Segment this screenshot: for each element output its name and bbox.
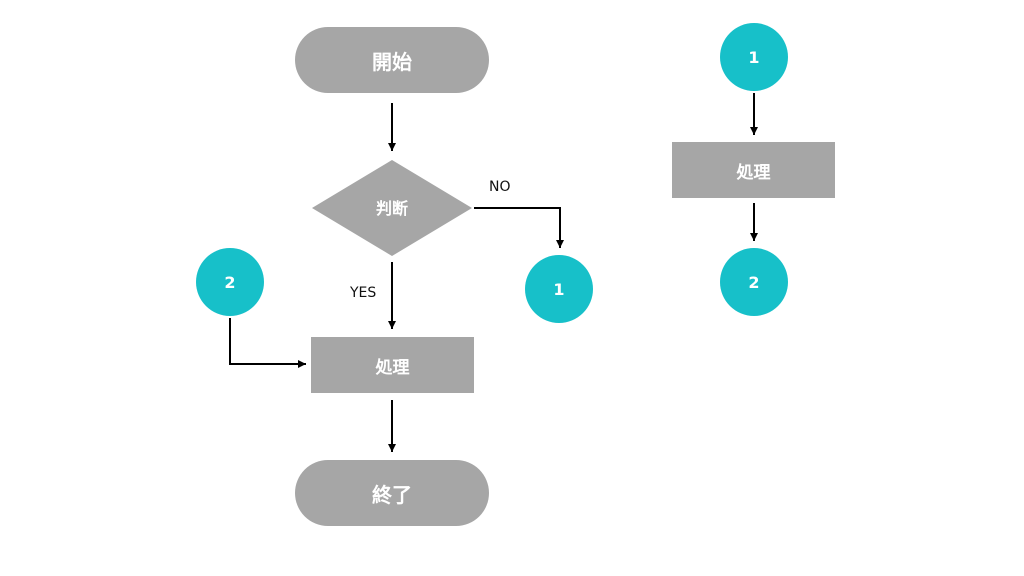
right-process-label: 処理 — [736, 162, 771, 183]
off-page-connector-in: 2 — [196, 248, 264, 316]
process-box: 処理 — [311, 337, 474, 393]
start-label: 開始 — [372, 49, 412, 74]
branch-yes-label: YES — [350, 285, 377, 301]
right-process-box: 処理 — [672, 142, 835, 198]
off-page-connector-out: 1 — [525, 255, 593, 323]
end-terminal: 終了 — [295, 460, 489, 526]
right-connector-in-label: 1 — [748, 47, 760, 67]
right-connector-out: 2 — [720, 248, 788, 316]
start-terminal: 開始 — [295, 27, 489, 93]
branch-no-label: NO — [489, 179, 511, 195]
right-connector-in: 1 — [720, 23, 788, 91]
end-label: 終了 — [372, 482, 412, 507]
arrow-decision-no-to-connector — [474, 207, 564, 248]
decision-label: 判断 — [376, 199, 408, 218]
decision-diamond — [312, 160, 472, 256]
arrow-connector-to-process — [229, 318, 306, 368]
process-label: 処理 — [375, 357, 410, 378]
connector-in-label: 2 — [224, 272, 236, 292]
connector-out-label: 1 — [553, 279, 565, 299]
right-connector-out-label: 2 — [748, 272, 760, 292]
